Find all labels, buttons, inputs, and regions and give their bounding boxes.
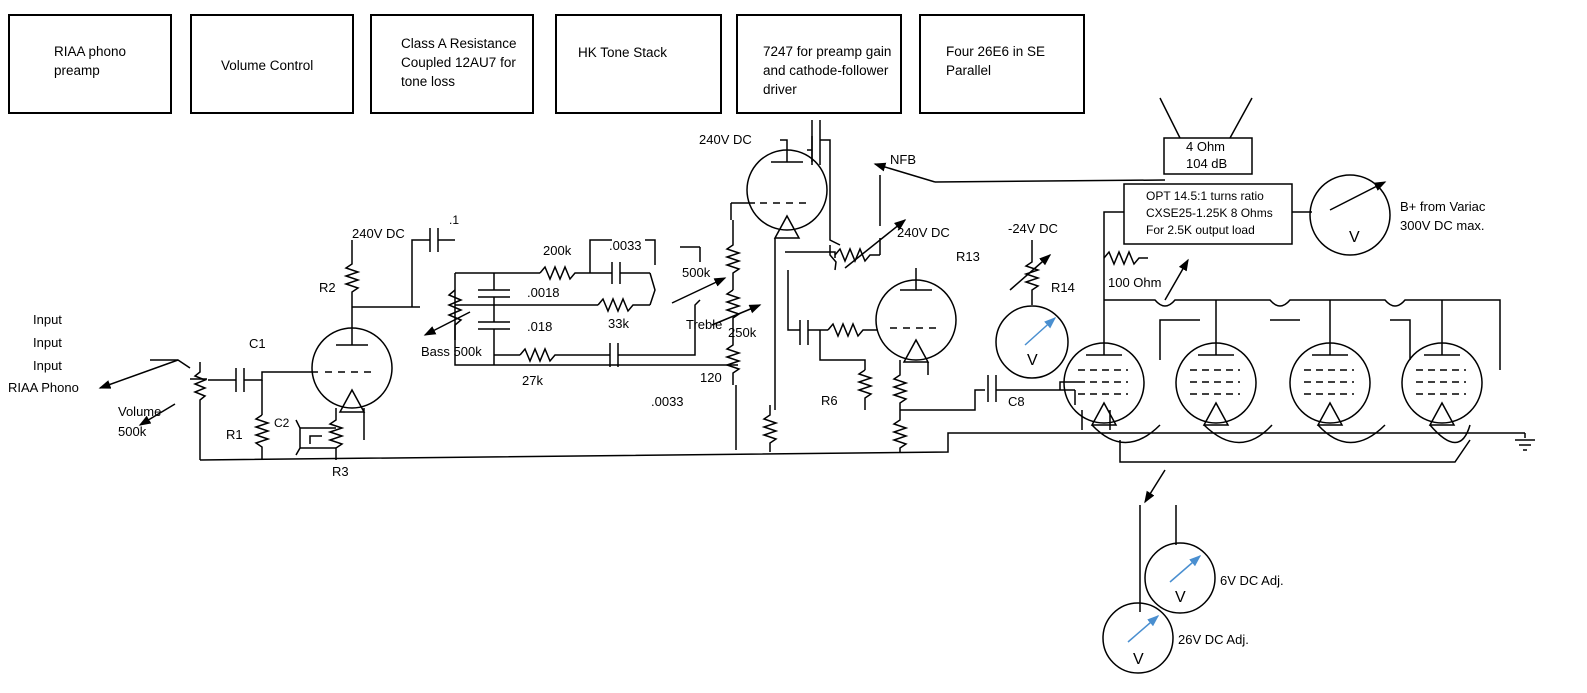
r-27k-label: 27k [522, 373, 543, 388]
r-200k-label: 200k [543, 243, 572, 258]
r-100ohm [1103, 250, 1148, 266]
heater-26v-meter-v: V [1133, 651, 1144, 668]
r-33k [597, 297, 650, 313]
heater-6v-label: 6V DC Adj. [1220, 573, 1284, 588]
r1-resistor [253, 414, 271, 460]
block-volume-text: Volume Control [221, 58, 314, 73]
block-7247-text: 7247 for preamp gain and cathode-followe… [763, 44, 892, 97]
r-120-label: 120 [700, 370, 722, 385]
opt-line2: CXSE25-1.25K 8 Ohms [1146, 206, 1273, 220]
block-output-text: Four 26E6 in SE Parallel [946, 44, 1046, 78]
pot-250k-label: 250k [728, 325, 757, 340]
ground-bus [199, 432, 1525, 461]
volume-pot [192, 362, 208, 460]
block-tone-stack-text: HK Tone Stack [578, 45, 668, 60]
r-200k [539, 265, 590, 281]
r13-label: R13 [956, 249, 980, 264]
heater-6v-meter [1144, 542, 1216, 614]
output-tubes [1063, 342, 1483, 424]
input-label-3: Input [33, 358, 62, 373]
r-33k-label: 33k [608, 316, 629, 331]
c2-label: C2 [274, 416, 290, 430]
heater-6v-meter-v: V [1175, 589, 1186, 606]
volume-label: Volume [118, 404, 162, 419]
block-class-a [370, 14, 534, 114]
bplus-240-3: 240V DC [897, 225, 950, 240]
speaker-line2: 104 dB [1186, 156, 1228, 171]
c1-cap [235, 368, 245, 392]
speaker-box [1163, 137, 1253, 175]
r2-label: R2 [319, 280, 336, 295]
nfb-label: NFB [890, 152, 916, 167]
heater-26v-label: 26V DC Adj. [1178, 632, 1249, 647]
bplus-240-2: 240V DC [699, 132, 752, 147]
cathode-r-7247 [761, 405, 779, 452]
block-riaa-text: RIAA phono preamp [54, 44, 127, 78]
r1-label: R1 [226, 427, 243, 442]
tube-7247-b [875, 279, 957, 361]
block-tone-stack [555, 14, 722, 114]
r-100ohm-label: 100 Ohm [1108, 275, 1162, 290]
bias-meter-v: V [1027, 352, 1038, 369]
cap-01-label: .1 [449, 213, 460, 227]
block-output [919, 14, 1085, 114]
cap-0033-top-label: .0033 [609, 238, 642, 253]
c1-label: C1 [249, 336, 266, 351]
c2-cap [295, 419, 301, 456]
bias-meter [995, 305, 1069, 379]
bplus-meter-v: V [1349, 229, 1360, 246]
cap-0018-label: .0018 [527, 285, 560, 300]
block-class-a-text: Class A Resistance Coupled 12AU7 for ton… [401, 36, 517, 89]
block-riaa [8, 14, 172, 114]
cap-0033-bottom-label: .0033 [651, 394, 684, 409]
opt-line1: OPT 14.5:1 turns ratio [1146, 189, 1264, 203]
opt-box [1123, 183, 1293, 245]
r14-label: R14 [1051, 280, 1075, 295]
input-label-1: Input [33, 312, 62, 327]
r6-resistor [856, 369, 874, 410]
volume-value: 500k [118, 424, 147, 439]
r6-label: R6 [821, 393, 838, 408]
cap-018-label: .018 [527, 319, 553, 334]
treble-label: Treble [686, 317, 723, 332]
bplus-variac-line1: B+ from Variac [1400, 199, 1486, 214]
block-volume [190, 14, 354, 114]
r13-pot [834, 247, 880, 263]
bass-label: Bass 500k [421, 344, 482, 359]
heater-26v-meter [1102, 602, 1174, 674]
bplus-240-1: 240V DC [352, 226, 405, 241]
r-27k [519, 347, 610, 363]
ground-symbol-icon [1515, 433, 1535, 451]
bplus-variac-line2: 300V DC max. [1400, 218, 1485, 233]
r3-label: R3 [332, 464, 349, 479]
treble-value: 500k [682, 265, 711, 280]
opt-line3: For 2.5K output load [1146, 223, 1255, 237]
block-7247 [736, 14, 902, 114]
input-label-riaa: RIAA Phono [8, 380, 79, 395]
neg-bias-label: -24V DC [1008, 221, 1058, 236]
input-selector-arrow [150, 359, 191, 369]
bplus-meter [1309, 174, 1391, 256]
bass-pot [447, 289, 463, 340]
speaker-line1: 4 Ohm [1186, 139, 1226, 154]
input-label-2: Input [33, 335, 62, 350]
c8-label: C8 [1008, 394, 1025, 409]
